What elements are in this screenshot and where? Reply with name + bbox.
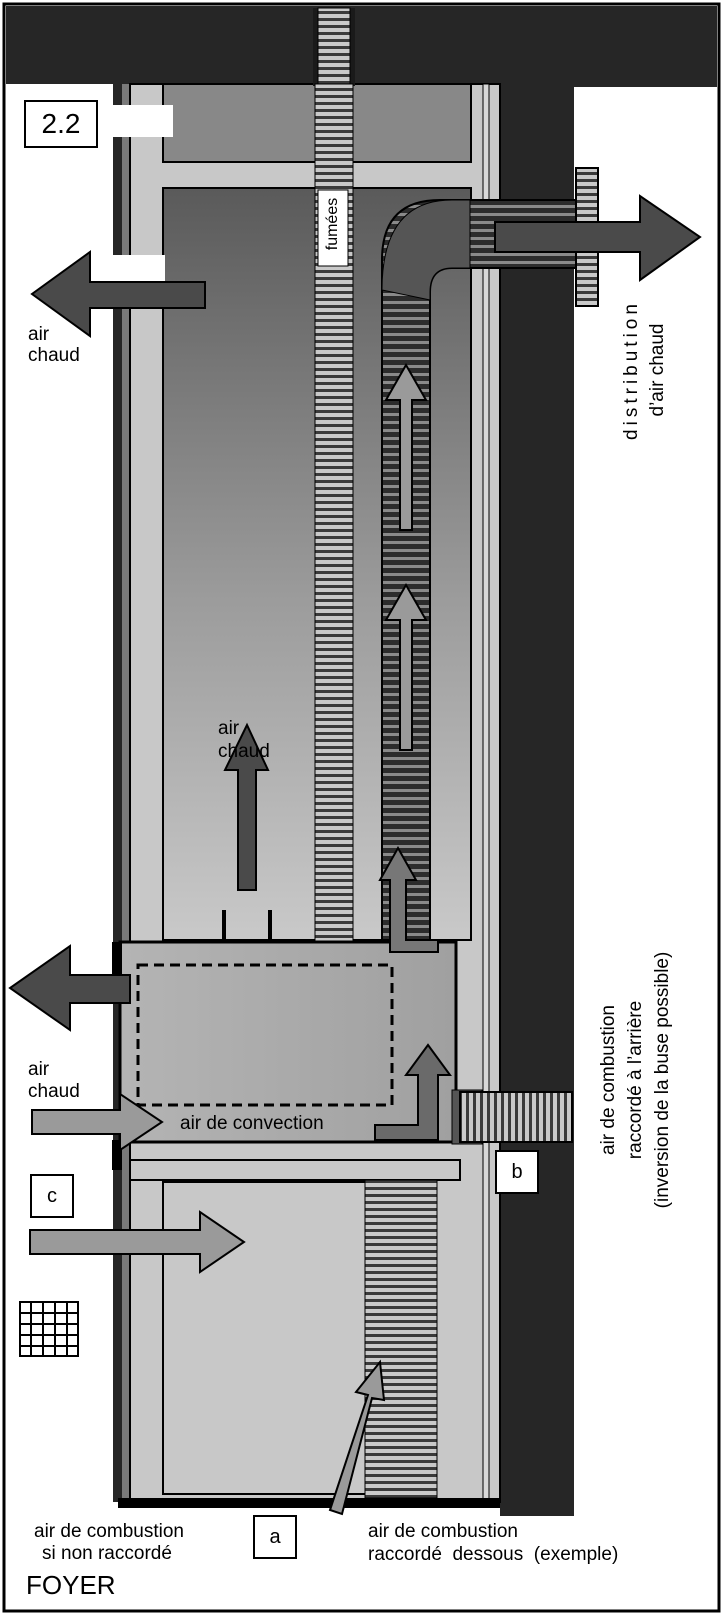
- wall-opening-top: [113, 105, 173, 137]
- label-air-chaud-low-2: chaud: [28, 1081, 80, 1102]
- ceiling: [6, 6, 717, 84]
- grid-icon: [19, 1301, 79, 1357]
- label-combustion-rear-1: air de combustion: [598, 1005, 619, 1155]
- convection-zone: [136, 963, 394, 1107]
- label-air-chaud-top-2: chaud: [28, 345, 80, 366]
- marker-a: a: [253, 1515, 297, 1559]
- label-foyer: FOYER: [26, 1570, 116, 1600]
- label-air-chaud-mid-1: air: [218, 718, 240, 739]
- arrow-pointer-dessous: [328, 1359, 386, 1516]
- right-wall: [500, 84, 574, 1516]
- arrow-air-chaud-top: [30, 250, 206, 338]
- arrow-air-chaud-low: [8, 944, 131, 1032]
- label-combustion-si-1: air de combustion: [34, 1521, 184, 1542]
- figure-number: 2.2: [24, 100, 98, 148]
- arrow-combustion-rear-inlet: [374, 1043, 452, 1141]
- label-convection: air de convection: [180, 1113, 324, 1134]
- label-combustion-rear-3: (inversion de la buse possible): [652, 951, 673, 1209]
- label-combustion-si-2: si non raccordé: [42, 1543, 172, 1564]
- label-air-chaud-low-1: air: [28, 1059, 50, 1080]
- label-fumees: fumées: [324, 197, 341, 251]
- marker-c: c: [30, 1174, 74, 1218]
- label-distribution-2: d’air chaud: [647, 323, 668, 417]
- left-wall-outer: [113, 84, 122, 1502]
- floor-line: [118, 1498, 500, 1508]
- label-combustion-dessous-2: raccordé dessous (exemple): [368, 1544, 619, 1565]
- stove-box: [118, 940, 458, 1144]
- arrow-duct-2: [384, 582, 428, 751]
- bottom-combustion-flex: [364, 1179, 438, 1499]
- marker-b: b: [495, 1150, 539, 1194]
- arrow-air-chaud-mid: [223, 722, 270, 891]
- arrow-convection-in: [31, 1092, 164, 1152]
- label-distribution-1: distribution: [621, 300, 642, 440]
- arrow-combustion-bottom: [29, 1210, 246, 1274]
- arrow-inner-up: [378, 845, 439, 953]
- arrow-duct-1: [384, 362, 428, 531]
- rear-combustion-flex: [459, 1091, 573, 1143]
- label-air-chaud-mid-2: chaud: [218, 741, 270, 762]
- label-combustion-dessous-1: air de combustion: [368, 1521, 518, 1542]
- arrow-distribution: [494, 194, 702, 282]
- label-air-chaud-top-1: air: [28, 324, 50, 345]
- label-combustion-rear-2: raccordé à l’arrière: [625, 1000, 646, 1160]
